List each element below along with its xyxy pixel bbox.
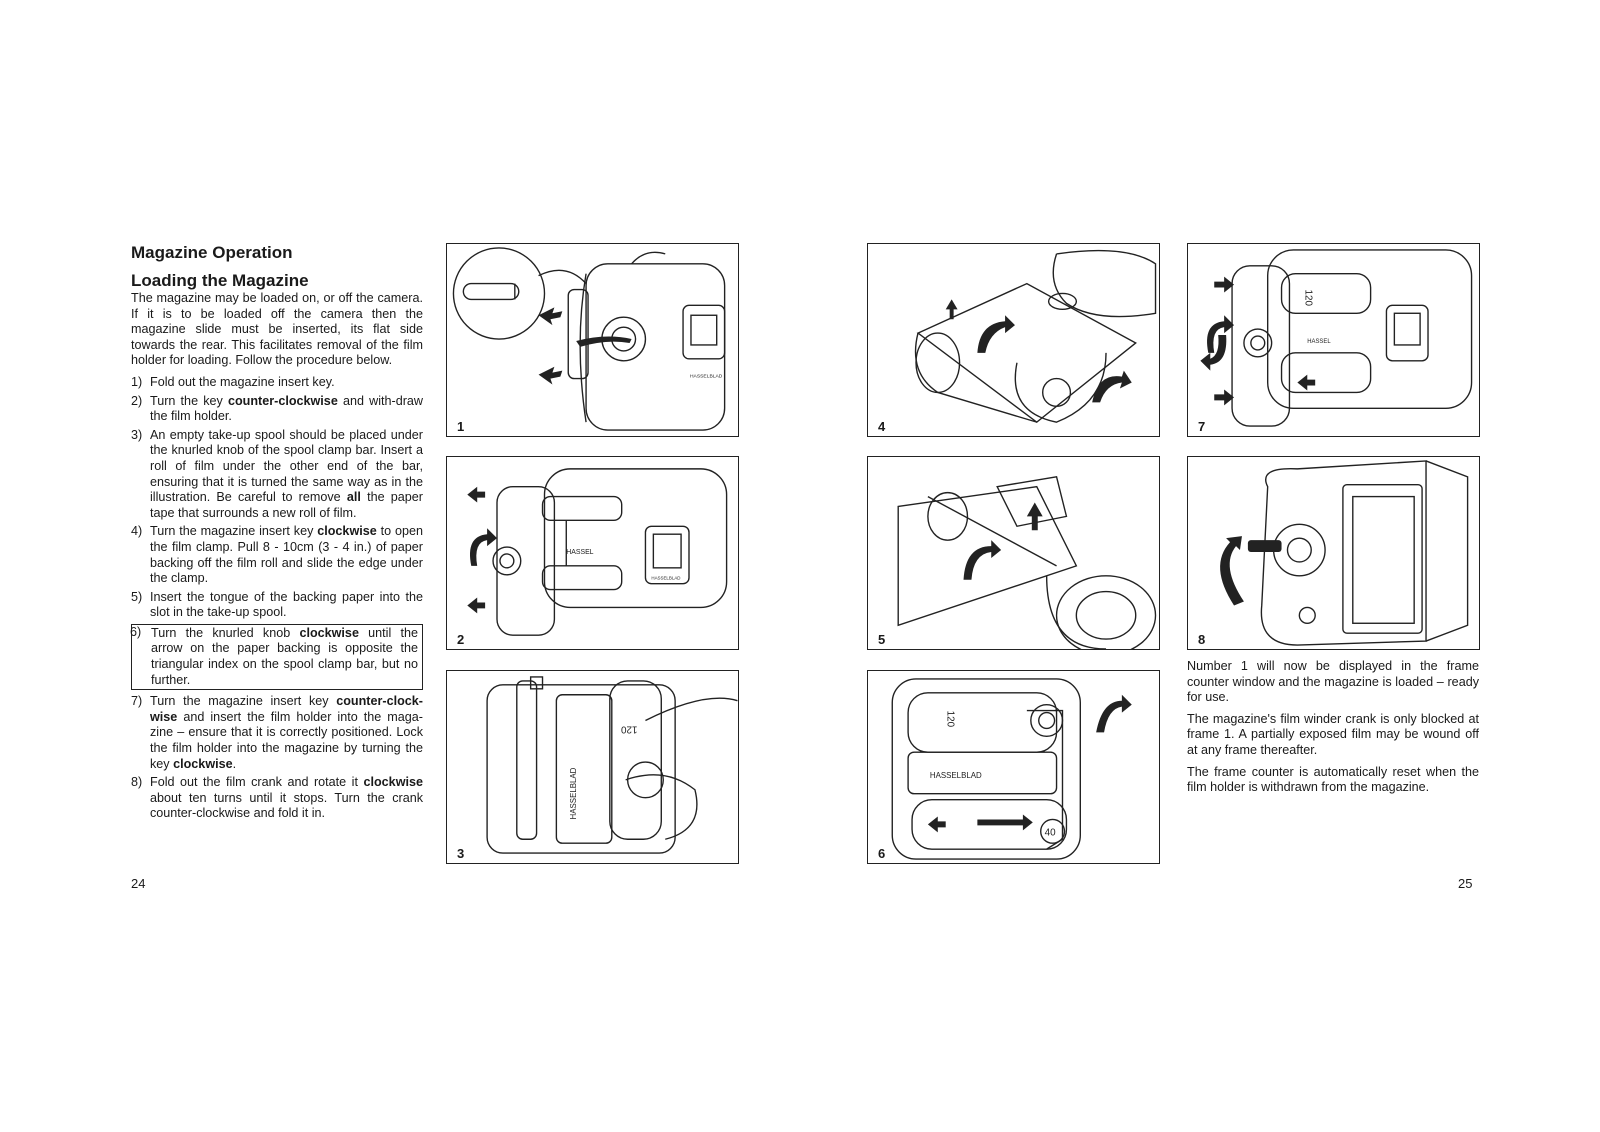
step-emphasis: all — [346, 490, 361, 505]
figure-5-illustration — [897, 476, 1157, 649]
step-text: . — [232, 756, 237, 771]
step-text: An empty take-up spool should be placed … — [150, 427, 423, 505]
figure-1: HASSELBLAD 1 — [446, 243, 739, 437]
figure-2: HASSEL HASSELBLAD 2 — [446, 456, 739, 650]
step-7: 7) Turn the magazine insert key counter-c… — [131, 694, 423, 772]
figure-4: 4 — [867, 243, 1160, 437]
figure-8-illustration — [1220, 460, 1469, 646]
step-5: 5) Insert the tongue of the backing paper… — [131, 590, 423, 621]
fig2-brand: HASSEL — [566, 549, 593, 556]
figure-8-label: 8 — [1196, 632, 1208, 647]
step-emphasis: clockwise — [317, 524, 377, 539]
fig2-brand-2: HASSELBLAD — [651, 576, 680, 581]
right-paragraph-1: Number 1 will now be displayed in the fr… — [1187, 659, 1479, 705]
step-emphasis: clockwise — [363, 775, 423, 790]
figure-4-illustration — [914, 249, 1157, 424]
step-6: 6) Turn the knurled knob clockwise until … — [130, 623, 423, 691]
fig3-brand: HASSELBLAD — [569, 767, 578, 819]
left-page: Magazine Operation Loading the Magazine … — [130, 243, 739, 891]
step-3: 3) An empty take-up spool should be place… — [131, 428, 423, 522]
page-number-right: 25 — [1458, 876, 1473, 891]
figure-2-label: 2 — [455, 632, 467, 647]
step-text: Turn the magazine insert key — [150, 694, 337, 709]
step-text: Insert the tongue of the backing paper i… — [150, 589, 423, 620]
fig3-film: 120 — [621, 723, 638, 734]
step-number: 8) — [131, 775, 143, 790]
step-number: 1) — [131, 374, 143, 389]
section-heading: Magazine Operation — [131, 243, 293, 262]
figure-1-illustration: HASSELBLAD — [452, 247, 726, 431]
figure-3: HASSELBLAD 120 3 — [446, 670, 739, 864]
intro-paragraph: The magazine may be loaded on, or off th… — [131, 291, 423, 368]
step-number: 7) — [131, 694, 143, 709]
right-page-text: Number 1 will now be displayed in the fr… — [1187, 659, 1479, 802]
step-text: and with-draw the film holder. — [150, 393, 423, 424]
figure-6: HASSELBLAD 120 40 6 — [867, 670, 1160, 864]
figure-7-illustration: HASSEL 120 — [1200, 249, 1473, 427]
figure-5: 5 — [867, 456, 1160, 650]
step-number: 3) — [131, 427, 143, 442]
step-text: Turn the magazine insert key — [150, 524, 318, 539]
step-text: until the arrow on the paper backing is … — [151, 625, 419, 687]
step-emphasis: clockwise — [173, 756, 233, 771]
step-2: 2) Turn the key counter-clockwise and wit… — [131, 394, 423, 425]
figure-2-illustration: HASSEL HASSELBLAD — [467, 468, 728, 636]
fig7-film: 120 — [1302, 290, 1313, 307]
figure-1-label: 1 — [455, 419, 467, 434]
fig6-brand: HASSELBLAD — [930, 771, 982, 780]
fig6-film: 120 — [945, 711, 956, 728]
step-emphasis: counter-clockwise — [227, 393, 338, 408]
step-emphasis: counter-clock-wise — [150, 694, 423, 724]
step-text: the paper tape that surrounds a new roll… — [150, 490, 423, 520]
figure-7: HASSEL 120 7 — [1187, 243, 1480, 437]
figure-8: 8 — [1187, 456, 1480, 650]
right-paragraph-3: The frame counter is automatically reset… — [1187, 764, 1479, 795]
step-text: Turn the key — [150, 393, 228, 408]
fig7-brand: HASSEL — [1307, 339, 1331, 345]
page-title: Loading the Magazine — [131, 271, 309, 290]
step-number: 4) — [131, 524, 143, 539]
figure-3-label: 3 — [455, 846, 467, 861]
step-text: about ten turns until it stops. Turn the… — [150, 790, 423, 821]
fig1-brand: HASSELBLAD — [690, 374, 723, 380]
right-paragraph-2: The magazine's film winder crank is only… — [1187, 711, 1479, 757]
step-4: 4) Turn the magazine insert key clockwise… — [131, 524, 423, 586]
step-text: and insert the film holder into the maga… — [150, 709, 423, 771]
fig6-counter: 40 — [1045, 827, 1056, 838]
figure-6-illustration: HASSELBLAD 120 40 — [891, 678, 1132, 860]
figure-3-illustration: HASSELBLAD 120 — [486, 676, 738, 854]
step-number: 6) — [130, 624, 142, 639]
instructions-column: Magazine Operation Loading the Magazine … — [130, 243, 423, 825]
figure-6-label: 6 — [876, 846, 888, 861]
step-1: 1) Fold out the magazine insert key. — [131, 375, 423, 391]
step-text: Turn the knurled knob — [151, 625, 300, 640]
figure-4-label: 4 — [876, 419, 888, 434]
step-text: to open the film clamp. Pull 8 - 10cm (3… — [150, 524, 423, 586]
steps-list: 1) Fold out the magazine insert key. 2) Tur… — [130, 375, 423, 822]
figure-7-label: 7 — [1196, 419, 1208, 434]
page-number-left: 24 — [131, 876, 146, 891]
right-page: 4 5 — [800, 0, 1600, 1132]
step-number: 2) — [131, 393, 143, 408]
step-emphasis: clockwise — [299, 625, 359, 640]
step-8: 8)Fold out the film crank and rotate it … — [131, 775, 423, 822]
figure-5-label: 5 — [876, 632, 888, 647]
step-number: 5) — [131, 589, 143, 604]
step-text: Fold out the film crank and rotate it — [150, 775, 364, 790]
step-text: Fold out the magazine insert key. — [150, 374, 335, 389]
